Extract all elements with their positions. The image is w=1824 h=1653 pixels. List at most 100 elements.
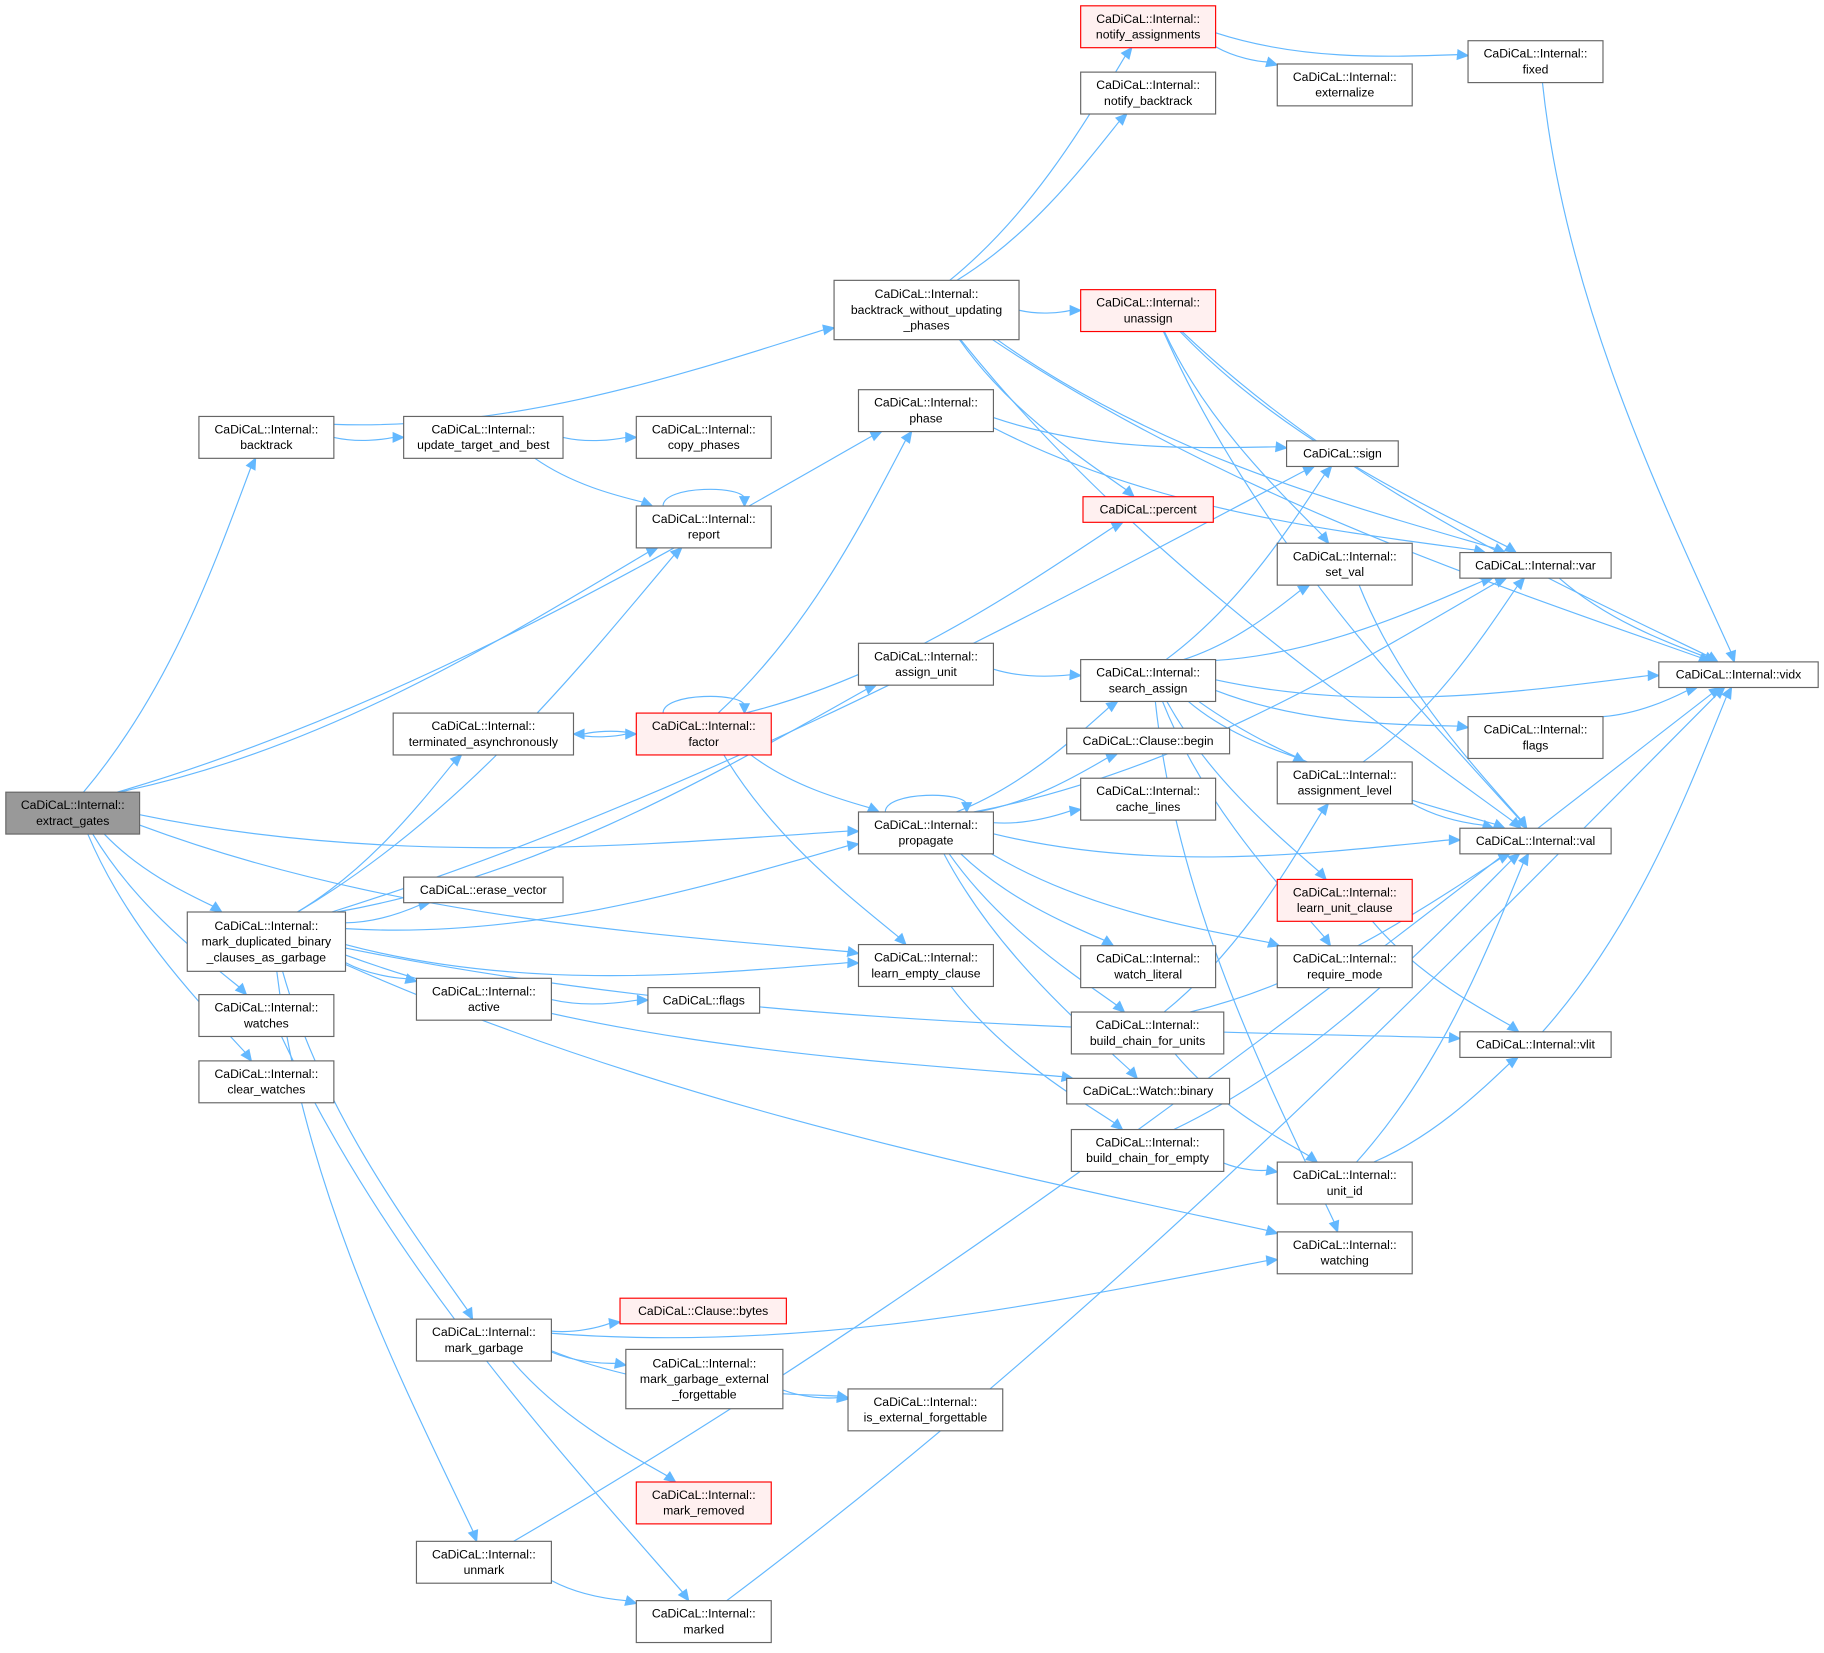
node-watch_literal[interactable]: CaDiCaL::Internal::watch_literal [1080,945,1217,989]
node-box [857,811,995,855]
node-assignment_level[interactable]: CaDiCaL::Internal::assignment_level [1276,761,1413,805]
edge-mark_dup-to-terminated [297,753,463,913]
node-factor[interactable]: CaDiCaL::Internal::factor [635,712,772,756]
node-mgef[interactable]: CaDiCaL::Internal::mark_garbage_external… [625,1348,784,1410]
node-label: CaDiCaL::Internal:: [432,1325,536,1339]
node-clause_bytes[interactable]: CaDiCaL::Clause::bytes [619,1297,787,1325]
node-box [1459,827,1612,855]
node-copy_phases[interactable]: CaDiCaL::Internal::copy_phases [635,415,772,459]
node-report[interactable]: CaDiCaL::Internal::report [635,505,772,549]
node-extract_gates[interactable]: CaDiCaL::Internal::extract_gates [5,791,141,835]
node-label: CaDiCaL::Internal:: [652,1356,756,1370]
node-label: CaDiCaL::Internal:: [1096,12,1200,26]
node-label: CaDiCaL::Internal:: [1293,885,1397,899]
node-unit_id[interactable]: CaDiCaL::Internal::unit_id [1276,1161,1413,1205]
node-box [635,415,772,459]
node-cflags[interactable]: CaDiCaL::flags [647,987,761,1014]
node-mark_removed[interactable]: CaDiCaL::Internal::mark_removed [635,1481,772,1525]
node-label: CaDiCaL::Internal:: [652,422,756,436]
node-box [625,1348,784,1410]
node-phase[interactable]: CaDiCaL::Internal::phase [857,389,995,433]
node-is_ext_forg[interactable]: CaDiCaL::Internal::is_external_forgettab… [847,1388,1004,1432]
node-watches[interactable]: CaDiCaL::Internal::watches [198,994,335,1038]
node-search_assign[interactable]: CaDiCaL::Internal::search_assign [1080,658,1217,703]
node-box [833,279,1020,341]
node-cache_lines[interactable]: CaDiCaL::Internal::cache_lines [1080,777,1217,821]
node-unmark[interactable]: CaDiCaL::Internal::unmark [415,1540,552,1584]
node-bcfu[interactable]: CaDiCaL::Internal::build_chain_for_units [1070,1011,1225,1055]
node-label: CaDiCaL::Internal::var [1475,558,1596,572]
node-label: copy_phases [668,438,740,452]
node-box [635,1600,772,1644]
node-set_val[interactable]: CaDiCaL::Internal::set_val [1276,542,1413,586]
node-notify_assignments[interactable]: CaDiCaL::Internal::notify_assignments [1080,5,1217,49]
node-vidx[interactable]: CaDiCaL::Internal::vidx [1658,661,1819,689]
node-box [1070,1011,1225,1055]
node-box [186,911,347,972]
node-label: CaDiCaL::Internal:: [21,798,125,812]
node-watching[interactable]: CaDiCaL::Internal::watching [1276,1231,1413,1275]
node-box [1467,40,1604,84]
node-learn_empty_clause[interactable]: CaDiCaL::Internal::learn_empty_clause [857,943,995,988]
node-propagate[interactable]: CaDiCaL::Internal::propagate [857,811,995,855]
node-label: CaDiCaL::Internal:: [1096,296,1200,310]
node-label: backtrack_without_updating [851,303,1002,317]
node-active[interactable]: CaDiCaL::Internal::active [415,977,552,1021]
node-label: marked [683,1622,724,1636]
node-assign_unit[interactable]: CaDiCaL::Internal::assign_unit [857,642,995,686]
node-sign[interactable]: CaDiCaL::sign [1285,440,1399,468]
node-label: watches [243,1016,289,1030]
node-backtrack[interactable]: CaDiCaL::Internal::backtrack [198,415,335,459]
node-label: externalize [1315,86,1374,100]
node-iflags[interactable]: CaDiCaL::Internal::flags [1467,715,1604,760]
node-box [198,1060,335,1104]
edge-extract_gates-to-mark_dup [103,833,223,913]
node-box [415,977,552,1021]
node-notify_backtrack[interactable]: CaDiCaL::Internal::notify_backtrack [1080,71,1217,115]
node-mark_garbage[interactable]: CaDiCaL::Internal::mark_garbage [415,1318,552,1362]
node-box [198,994,335,1038]
node-bcfe[interactable]: CaDiCaL::Internal::build_chain_for_empty [1070,1128,1225,1172]
node-label: unmark [464,1563,506,1577]
node-terminated[interactable]: CaDiCaL::Internal::terminated_asynchrono… [392,712,575,756]
node-percent[interactable]: CaDiCaL::percent [1082,496,1214,523]
edge-bcfe-to-unit_id [1223,1162,1279,1176]
node-clear_watches[interactable]: CaDiCaL::Internal::clear_watches [198,1060,335,1104]
edge-extract_gates-to-backtrack [83,457,257,793]
edge-learn_unit_clause-to-vlit [1371,920,1520,1033]
node-box [1276,945,1413,989]
node-externalize[interactable]: CaDiCaL::Internal::externalize [1276,63,1413,107]
node-vlit[interactable]: CaDiCaL::Internal::vlit [1459,1031,1612,1058]
node-box [403,415,564,459]
node-label: CaDiCaL::Internal:: [1096,784,1200,798]
node-btwup[interactable]: CaDiCaL::Internal::backtrack_without_upd… [833,279,1020,341]
node-label: CaDiCaL::Internal::vlit [1476,1038,1595,1052]
node-box [647,987,761,1014]
node-box [1467,715,1604,760]
edge-propagate-to-var [973,577,1508,813]
edge-mgef-to-is_ext_forg [782,1389,850,1404]
node-fixed[interactable]: CaDiCaL::Internal::fixed [1467,40,1604,84]
edge-btwup-to-val [960,339,1522,830]
node-erase_vector[interactable]: CaDiCaL::erase_vector [403,876,564,904]
node-label: _phases [902,319,949,333]
node-box [857,642,995,686]
edge-unit_id-to-val [1355,852,1530,1163]
node-require_mode[interactable]: CaDiCaL::Internal::require_mode [1276,945,1413,989]
node-var[interactable]: CaDiCaL::Internal::var [1459,551,1612,579]
node-mark_dup[interactable]: CaDiCaL::Internal::mark_duplicated_binar… [186,911,347,972]
node-unassign[interactable]: CaDiCaL::Internal::unassign [1080,289,1217,333]
edge-factor-to-factor [662,695,751,715]
node-update_tb[interactable]: CaDiCaL::Internal::update_target_and_bes… [403,415,564,459]
node-clause_begin[interactable]: CaDiCaL::Clause::begin [1066,727,1231,755]
node-label: CaDiCaL::Internal:: [1293,70,1397,84]
node-label: mark_garbage_external [640,1372,769,1386]
edge-vlit-to-vidx [1542,686,1733,1033]
node-val[interactable]: CaDiCaL::Internal::val [1459,827,1612,855]
node-label: CaDiCaL::Internal:: [1096,952,1200,966]
node-learn_unit_clause[interactable]: CaDiCaL::Internal::learn_unit_clause [1276,878,1413,922]
node-watch_binary[interactable]: CaDiCaL::Watch::binary [1066,1077,1231,1105]
edge-propagate-to-propagate [884,794,973,814]
node-marked[interactable]: CaDiCaL::Internal::marked [635,1600,772,1644]
